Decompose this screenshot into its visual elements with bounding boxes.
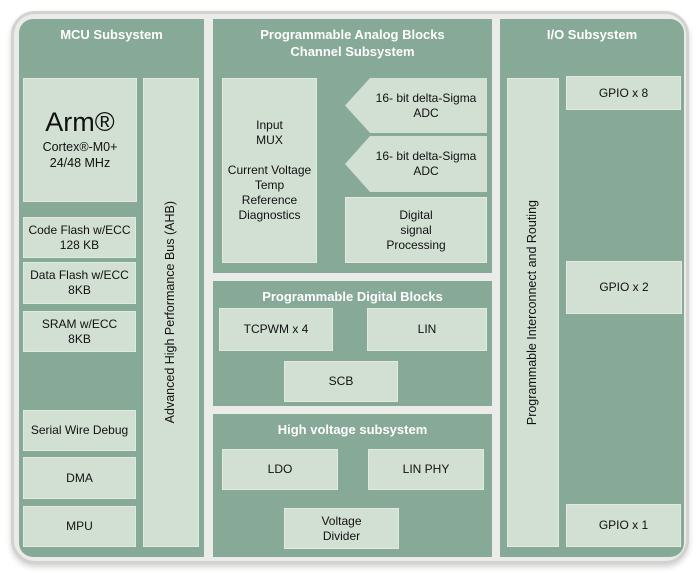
panel-analog-channel-subsystem: Programmable Analog Blocks Channel Subsy… <box>213 19 492 273</box>
panel-high-voltage-subsystem: High voltage subsystem LDO LIN PHY Volta… <box>213 414 492 557</box>
block-data-flash: Data Flash w/ECC 8KB <box>23 262 136 304</box>
block-programmable-interconnect: Programmable Interconnect and Routing <box>507 78 559 547</box>
block-lin: LIN <box>367 308 487 351</box>
block-input-mux: Input MUX Current Voltage Temp Reference… <box>222 78 317 263</box>
cpu-core-label: Cortex®-M0+ <box>42 139 118 154</box>
block-delta-sigma-adc-1: 16- bit delta-Sigma ADC <box>345 78 487 133</box>
interconnect-routing-label: Programmable Interconnect and Routing <box>525 199 540 426</box>
block-voltage-divider: Voltage Divider <box>284 508 399 549</box>
io-subsystem-title: I/O Subsystem <box>546 27 638 42</box>
panel-mcu-subsystem: MCU Subsystem Arm® Cortex®-M0+ 24/48 MHz… <box>19 19 204 557</box>
block-tcpwm: TCPWM x 4 <box>219 308 333 351</box>
cpu-brand-label: Arm® <box>45 107 115 138</box>
analog-subsystem-title: Programmable Analog Blocks Channel Subsy… <box>260 27 445 59</box>
cpu-frequency-label: 24/48 MHz <box>49 156 111 171</box>
digital-blocks-title: Programmable Digital Blocks <box>262 289 443 304</box>
block-delta-sigma-adc-2: 16- bit delta-Sigma ADC <box>345 136 487 192</box>
panel-io-subsystem: I/O Subsystem Programmable Interconnect … <box>500 19 684 557</box>
block-gpio-x1: GPIO x 1 <box>566 504 681 547</box>
block-digital-signal-processing: Digital signal Processing <box>345 197 487 263</box>
block-ahb-bus: Advanced High Performance Bus (AHB) <box>143 78 199 547</box>
ahb-bus-label: Advanced High Performance Bus (AHB) <box>163 201 178 424</box>
block-code-flash: Code Flash w/ECC 128 KB <box>23 217 136 258</box>
block-gpio-x8: GPIO x 8 <box>566 76 681 110</box>
mcu-subsystem-title: MCU Subsystem <box>60 27 163 42</box>
block-sram: SRAM w/ECC 8KB <box>23 311 136 352</box>
block-gpio-x2: GPIO x 2 <box>566 261 682 314</box>
block-dma: DMA <box>23 457 136 499</box>
block-scb: SCB <box>284 361 398 402</box>
block-mpu: MPU <box>23 506 136 547</box>
block-arm-cortex-m0plus: Arm® Cortex®-M0+ 24/48 MHz <box>23 78 137 202</box>
panel-programmable-digital-blocks: Programmable Digital Blocks TCPWM x 4 LI… <box>213 281 492 406</box>
block-serial-wire-debug: Serial Wire Debug <box>23 410 136 451</box>
block-ldo: LDO <box>222 449 338 490</box>
block-lin-phy: LIN PHY <box>368 449 484 490</box>
high-voltage-title: High voltage subsystem <box>277 422 428 437</box>
